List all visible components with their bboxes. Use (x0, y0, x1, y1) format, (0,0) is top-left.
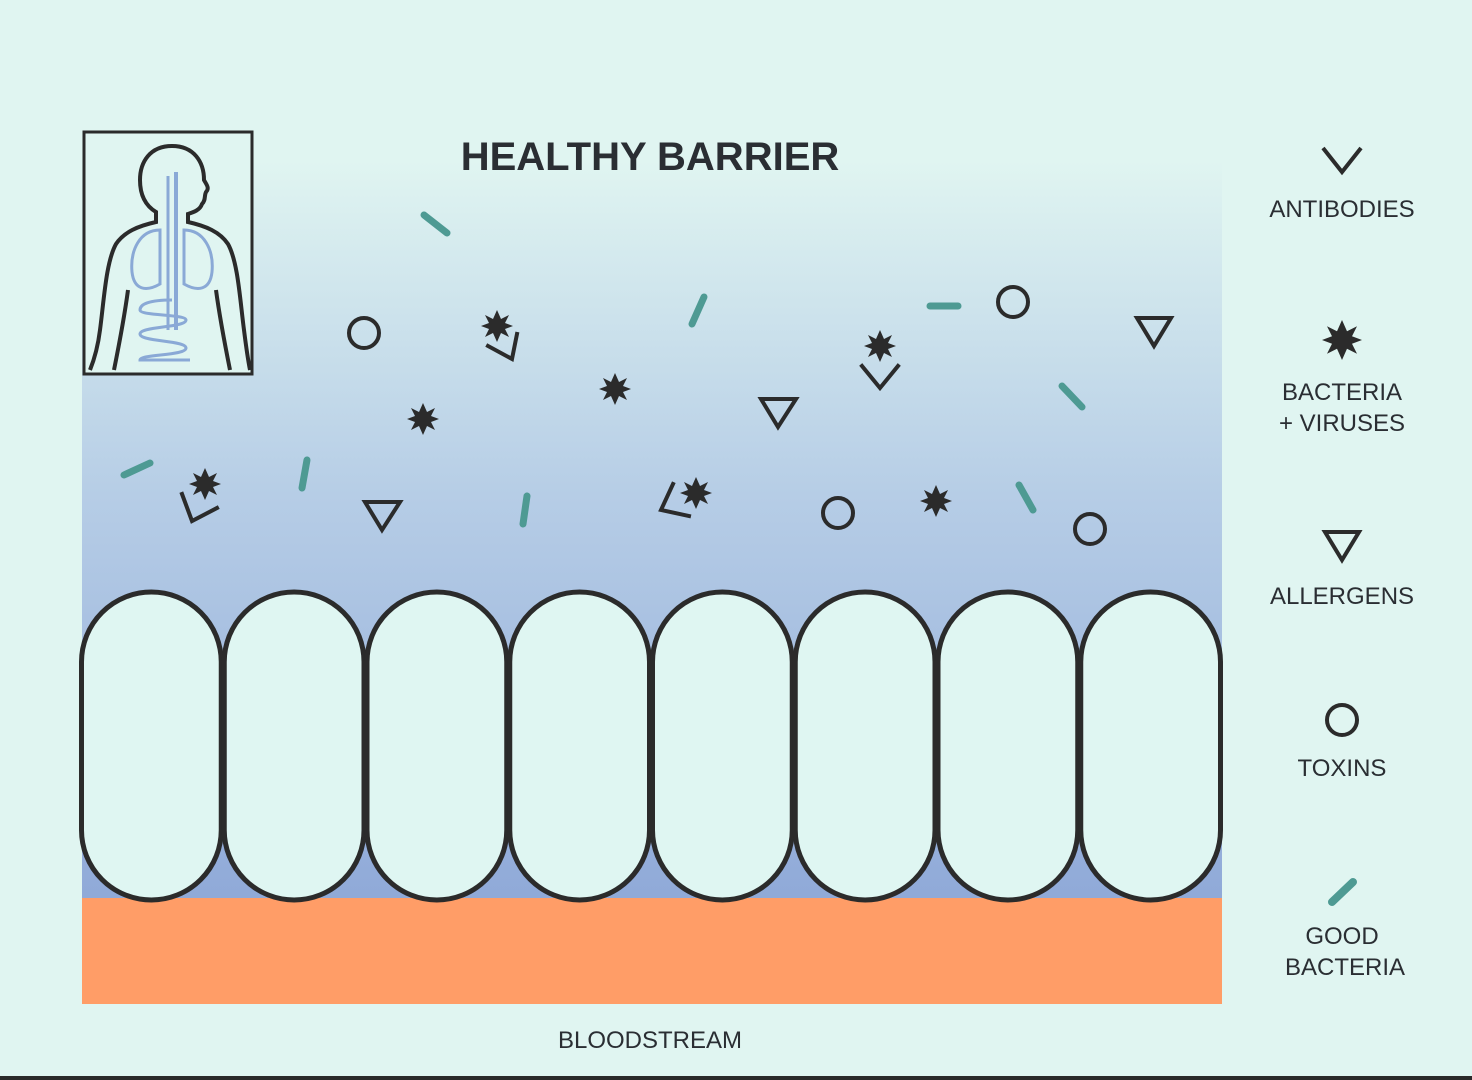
allergen-icon (1321, 530, 1363, 564)
good-bacteria-rod (420, 211, 451, 237)
legend-label: ANTIBODIES (1269, 196, 1414, 223)
bottom-edge-bar (0, 1076, 1472, 1080)
toxin (821, 496, 855, 530)
allergen (361, 500, 404, 534)
legend-item-toxins: TOXINS (1298, 703, 1387, 782)
epithelial-cell (1078, 589, 1223, 903)
epithelial-cell (364, 589, 510, 903)
legend-item-bacteria-viruses: BACTERIA + VIRUSES (1279, 320, 1405, 437)
epithelial-cell (935, 589, 1081, 903)
antibody (485, 331, 520, 363)
human-silhouette-icon (82, 130, 254, 376)
good-bacteria-rod (298, 456, 311, 492)
legend-label: + VIRUSES (1279, 410, 1405, 437)
epithelial-cell (650, 589, 795, 903)
allergen (1133, 316, 1175, 350)
allergen (757, 397, 800, 431)
legend-label: BACTERIA (1285, 954, 1405, 981)
legend-label: GOOD (1305, 923, 1378, 950)
antibody (658, 481, 692, 519)
bloodstream-band (82, 898, 1222, 1004)
epithelial-cell (79, 589, 224, 903)
diagram-title: HEALTHY BARRIER (461, 135, 840, 179)
toxin-icon (1325, 703, 1359, 737)
particles (120, 211, 1175, 546)
epithelial-cell-layer (79, 589, 1223, 903)
epithelial-cell (507, 589, 652, 903)
good-bacteria-rod (120, 459, 154, 479)
good-bacteria-rod (519, 492, 531, 528)
antibody-icon (1321, 146, 1363, 176)
legend-item-good-bacteria: GOOD BACTERIA (1285, 878, 1405, 981)
epithelial-cell (221, 589, 367, 903)
epithelial-cell (792, 589, 938, 903)
bacteria-virus-icon (1322, 320, 1362, 360)
legend-item-allergens: ALLERGENS (1270, 530, 1414, 610)
toxin (996, 285, 1030, 319)
toxin (347, 316, 381, 350)
legend-label: BACTERIA (1282, 379, 1402, 406)
good-bacteria-icon (1328, 878, 1357, 906)
legend-label: TOXINS (1298, 755, 1387, 782)
legend-label: ALLERGENS (1270, 583, 1414, 610)
antibody (859, 363, 901, 392)
antibody (179, 491, 220, 524)
good-bacteria-rod (1015, 481, 1037, 514)
good-bacteria-rod (1058, 382, 1086, 411)
legend: ANTIBODIES BACTERIA + VIRUSES ALLERGENS … (1269, 146, 1415, 981)
legend-item-antibodies: ANTIBODIES (1269, 146, 1415, 223)
good-bacteria-rod (688, 293, 708, 328)
bloodstream-label: BLOODSTREAM (558, 1027, 742, 1054)
toxin (1073, 512, 1107, 546)
